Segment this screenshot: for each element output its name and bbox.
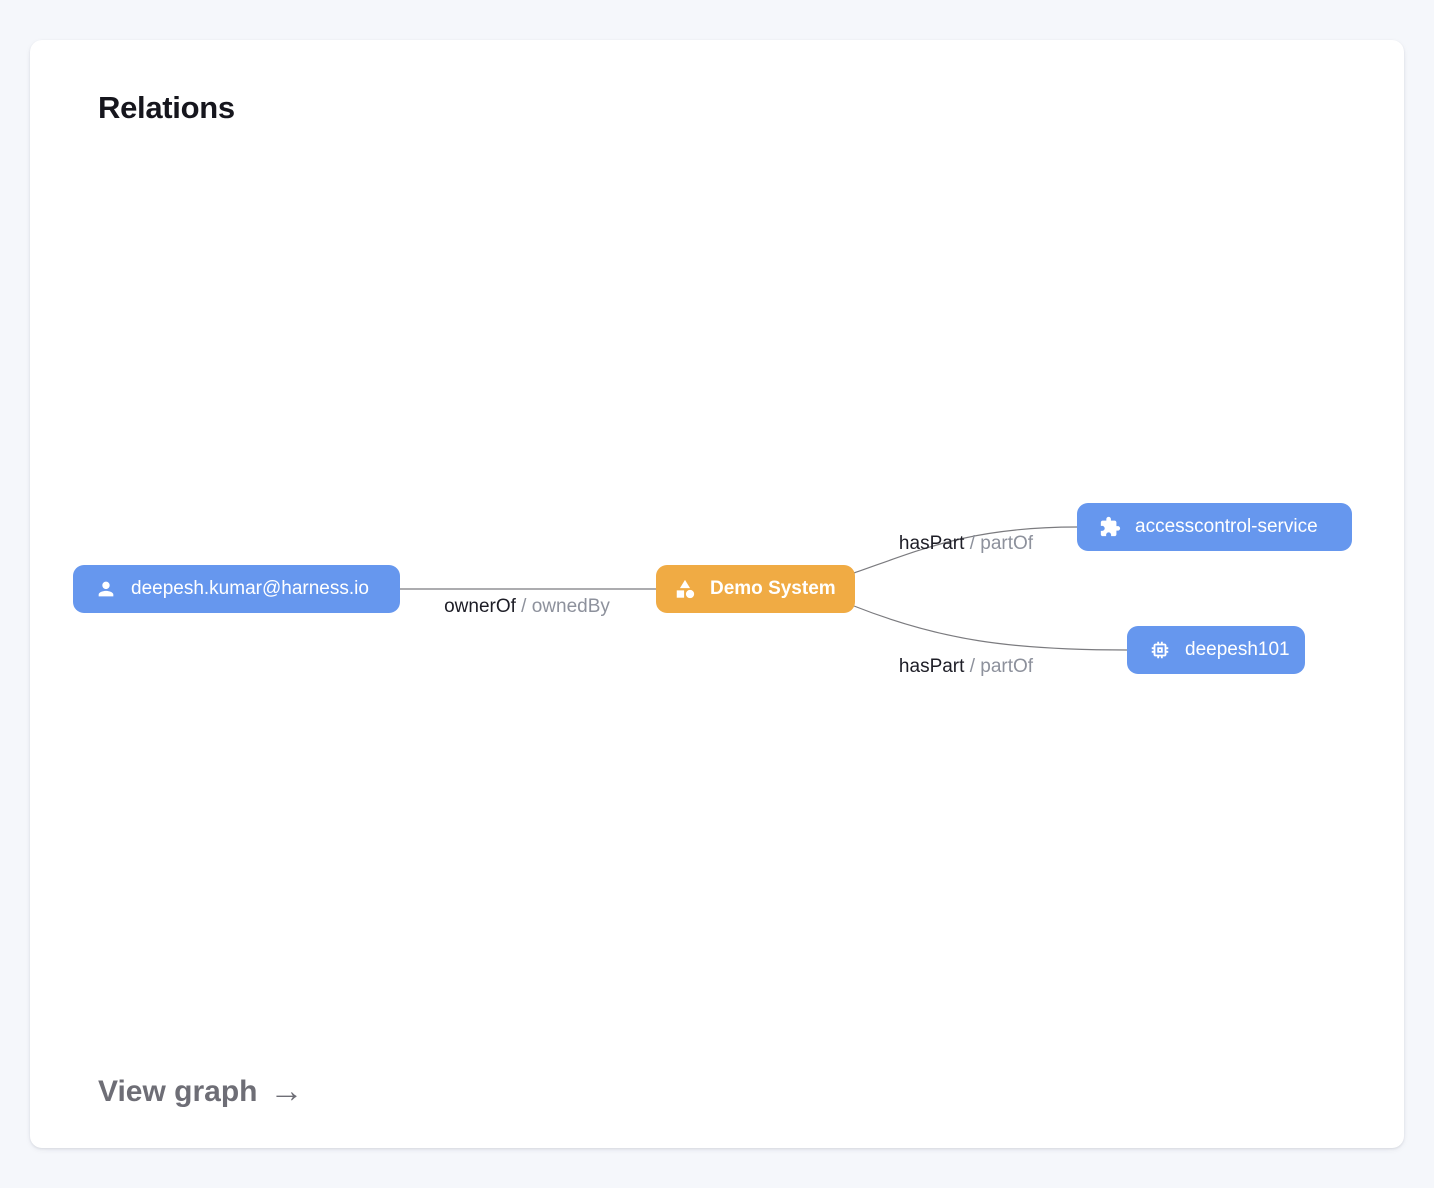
edge-label-secondary: partOf: [980, 533, 1034, 554]
graph-node-service[interactable]: accesscontrol-service: [1077, 503, 1352, 551]
edge-label-primary: ownerOf: [444, 596, 516, 617]
graph-node-component[interactable]: deepesh101: [1127, 626, 1305, 674]
edge-label-haspart-top: hasPart / partOf: [899, 533, 1033, 555]
edge-label-haspart-bottom: hasPart / partOf: [899, 656, 1033, 678]
arrow-right-icon: →: [269, 1072, 304, 1110]
chip-icon: [1149, 639, 1171, 661]
person-icon: [95, 578, 117, 600]
edge-label-primary: hasPart: [898, 533, 965, 554]
edge-label-ownerof: ownerOf / ownedBy: [444, 596, 610, 618]
card-title: Relations: [98, 90, 235, 125]
category-icon: [674, 578, 696, 600]
node-label: accesscontrol-service: [1135, 516, 1318, 537]
view-graph-label: View graph: [98, 1075, 258, 1108]
edge-label-primary: hasPart: [898, 656, 965, 677]
edge-label-secondary: ownedBy: [531, 596, 610, 617]
edge-line-haspart-2: [853, 605, 1128, 651]
puzzle-icon: [1099, 516, 1121, 538]
relations-card: Relations deepesh.kumar@harness.io Demo …: [30, 40, 1404, 1148]
graph-node-user[interactable]: deepesh.kumar@harness.io: [73, 565, 400, 613]
node-label: deepesh.kumar@harness.io: [131, 578, 369, 599]
edge-label-separator: /: [969, 533, 975, 554]
node-label: deepesh101: [1185, 639, 1290, 660]
view-graph-link[interactable]: View graph →: [98, 1072, 304, 1110]
relations-graph: deepesh.kumar@harness.io Demo System acc…: [30, 40, 1404, 1148]
edge-label-secondary: partOf: [980, 656, 1034, 677]
node-label: Demo System: [710, 578, 836, 599]
edge-label-separator: /: [521, 596, 527, 617]
graph-node-system[interactable]: Demo System: [656, 565, 855, 613]
edge-label-separator: /: [969, 656, 975, 677]
